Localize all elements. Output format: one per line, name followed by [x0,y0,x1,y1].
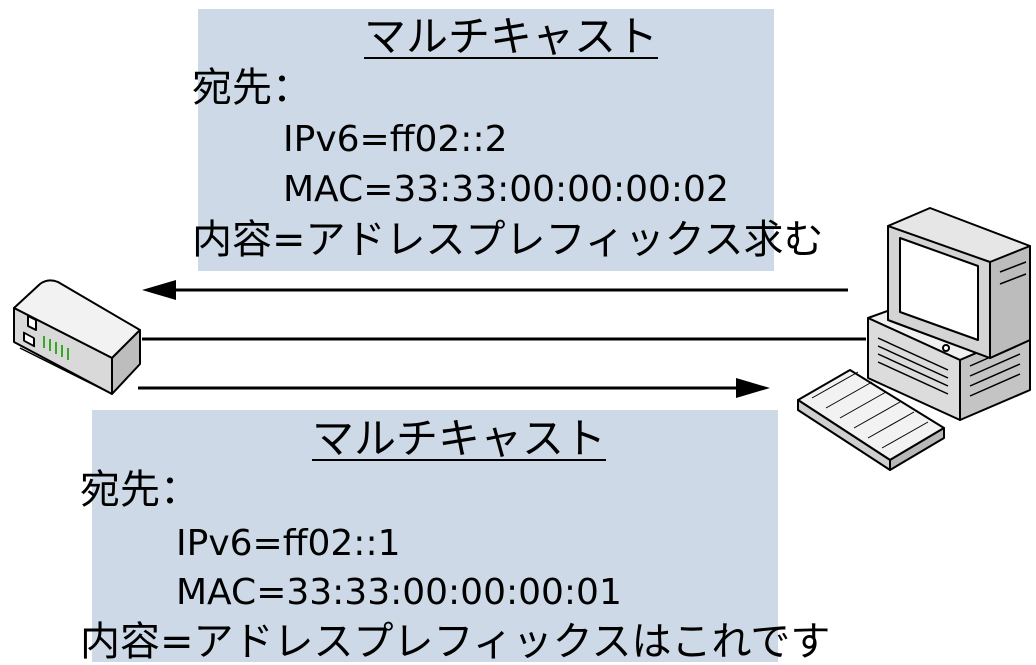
top-message-content: 内容=アドレスプレフィックス求む [192,217,824,263]
top-message-box [198,9,774,271]
bottom-message-title: マルチキャスト [312,414,607,463]
bottom-message-mac: MAC=33:33:00:00:00:01 [176,572,622,613]
arrow-to-computer [138,378,770,398]
top-message-title: マルチキャスト [364,12,659,61]
top-message-ipv6: IPv6=ff02::2 [283,119,508,160]
bottom-message-content: 内容=アドレスプレフィックスはこれです [80,619,831,665]
bottom-message-dest-label: 宛先： [80,467,200,513]
arrow-to-router [142,280,848,300]
top-message-mac: MAC=33:33:00:00:00:02 [283,169,729,210]
router-led-icon [43,336,69,360]
top-message-dest-label: 宛先： [192,65,312,111]
bottom-message-ipv6: IPv6=ff02::1 [176,523,401,564]
bottom-message-box [92,410,778,662]
